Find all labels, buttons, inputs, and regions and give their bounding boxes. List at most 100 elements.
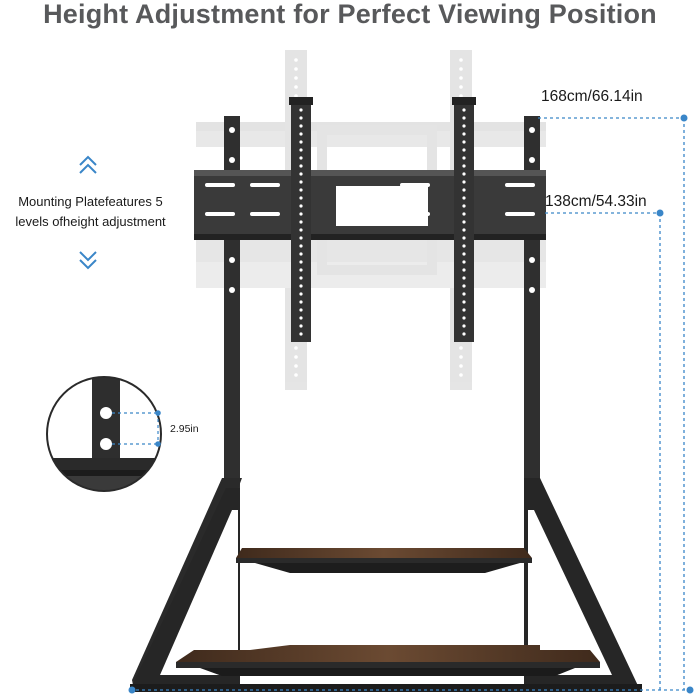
plate-hole xyxy=(462,332,466,336)
plate-hole xyxy=(462,204,466,208)
ghost-hole xyxy=(459,364,463,368)
plate-hole xyxy=(299,324,303,328)
plate-hole xyxy=(462,292,466,296)
plate-hole xyxy=(462,148,466,152)
dimension-lines xyxy=(130,117,690,691)
plate-hole xyxy=(299,116,303,120)
ghost-hole xyxy=(294,76,298,80)
plate-hole xyxy=(462,324,466,328)
ghost-hole xyxy=(294,67,298,71)
plate-hole xyxy=(299,268,303,272)
plate-hole xyxy=(462,244,466,248)
ghost-hole xyxy=(459,373,463,377)
lower-shelf xyxy=(176,645,600,676)
plate-slot xyxy=(400,212,430,216)
ghost-hole xyxy=(294,94,298,98)
plate-hole xyxy=(299,188,303,192)
plate-hole xyxy=(299,164,303,168)
upright-hole xyxy=(529,127,535,133)
ghost-hole xyxy=(294,364,298,368)
plate-hole xyxy=(299,284,303,288)
max-height-marker xyxy=(680,114,688,122)
upright-hole xyxy=(229,287,235,293)
ghost-hole xyxy=(459,85,463,89)
plate-hole xyxy=(299,252,303,256)
hole-spacing-dimension xyxy=(112,412,159,445)
plate-hole xyxy=(299,220,303,224)
plate-slot xyxy=(505,212,535,216)
detail-inset xyxy=(46,376,162,492)
plate-hole xyxy=(462,260,466,264)
page-title: Height Adjustment for Perfect Viewing Po… xyxy=(43,0,657,29)
plate-hole xyxy=(462,300,466,304)
ghost-hole xyxy=(459,58,463,62)
plate-hole xyxy=(462,268,466,272)
plate-slot xyxy=(350,205,380,209)
ghost-hole xyxy=(294,58,298,62)
ghost-hole xyxy=(459,346,463,350)
plate-hole xyxy=(299,236,303,240)
plate-hole xyxy=(299,300,303,304)
plate-hole xyxy=(462,220,466,224)
base-frame xyxy=(130,478,642,692)
feature-description: Mounting Platefeatures 5 levels ofheight… xyxy=(8,192,173,232)
plate-hole xyxy=(462,132,466,136)
plate-hole xyxy=(299,308,303,312)
ghost-hole xyxy=(459,355,463,359)
plate-hole xyxy=(299,140,303,144)
chevron-down-double-icon xyxy=(79,251,97,270)
plate-hole xyxy=(462,212,466,216)
plate-hole xyxy=(299,212,303,216)
plate-hole xyxy=(462,236,466,240)
plate-hole xyxy=(462,276,466,280)
plate-hole xyxy=(299,180,303,184)
hole-spacing-label: 2.95in xyxy=(170,423,199,435)
plate-hole xyxy=(462,172,466,176)
plate-slot xyxy=(505,183,535,187)
plate-hole xyxy=(462,316,466,320)
plate-hole xyxy=(462,228,466,232)
plate-hole xyxy=(299,196,303,200)
plate-hole xyxy=(299,148,303,152)
min-height-label: 138cm/54.33in xyxy=(545,193,647,210)
plate-hole xyxy=(462,156,466,160)
plate-hole xyxy=(462,140,466,144)
plate-slot xyxy=(250,183,280,187)
plate-hole xyxy=(299,276,303,280)
plate-hole xyxy=(462,124,466,128)
spacing-marker-top xyxy=(155,410,161,416)
plate-hole xyxy=(299,292,303,296)
upright-hole xyxy=(229,127,235,133)
plate-slot xyxy=(205,212,235,216)
plate-hole xyxy=(299,172,303,176)
plate-hole xyxy=(462,196,466,200)
ghost-hole xyxy=(294,346,298,350)
plate-hole xyxy=(462,308,466,312)
max-height-label: 168cm/66.14in xyxy=(541,88,643,105)
plate-hole xyxy=(462,164,466,168)
plate-slot xyxy=(205,183,235,187)
plate-hole xyxy=(462,180,466,184)
plate-hole xyxy=(299,332,303,336)
plate-hole xyxy=(299,316,303,320)
spacing-marker-bottom xyxy=(155,441,161,447)
plate-hole xyxy=(299,204,303,208)
feature-line-1: Mounting Platefeatures 5 xyxy=(18,194,163,209)
plate-slot xyxy=(400,183,430,187)
base-marker-left xyxy=(128,686,136,694)
ghost-hole xyxy=(294,85,298,89)
plate-hole xyxy=(299,132,303,136)
upright-hole xyxy=(529,157,535,163)
upright-hole xyxy=(529,257,535,263)
base-marker-right xyxy=(686,686,694,694)
plate-hole xyxy=(299,260,303,264)
upright-hole xyxy=(229,157,235,163)
plate-hole xyxy=(299,228,303,232)
feature-line-2: levels ofheight adjustment xyxy=(15,214,166,229)
ghost-hole xyxy=(459,76,463,80)
chevron-up-double-icon xyxy=(79,155,97,174)
upright-hole xyxy=(229,257,235,263)
plate-hole xyxy=(462,108,466,112)
min-height-marker xyxy=(656,209,664,217)
